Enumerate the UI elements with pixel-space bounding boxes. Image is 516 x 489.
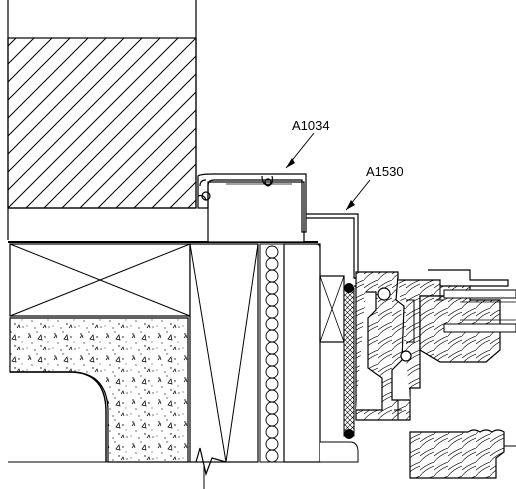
stud-column: [189, 243, 259, 463]
callout-a1034: A1034: [285, 118, 330, 169]
lining-panel: [283, 243, 359, 463]
sealant-mesh-strip: [343, 283, 355, 439]
glazing-unit: [394, 269, 516, 420]
break-line: [8, 447, 227, 489]
concrete-infill: [9, 317, 189, 463]
upper-masonry-block: [7, 0, 197, 240]
callout-a1530-label: A1530: [366, 164, 404, 179]
callout-a1034-label: A1034: [292, 118, 330, 133]
head-beam: [8, 181, 318, 243]
sill-block: [409, 429, 516, 479]
batt-insulation: [259, 243, 285, 463]
lower-x-block: [9, 243, 191, 317]
shim-block: [319, 275, 345, 343]
profile-a1034: [197, 173, 307, 233]
callout-a1530: A1530: [345, 164, 404, 211]
